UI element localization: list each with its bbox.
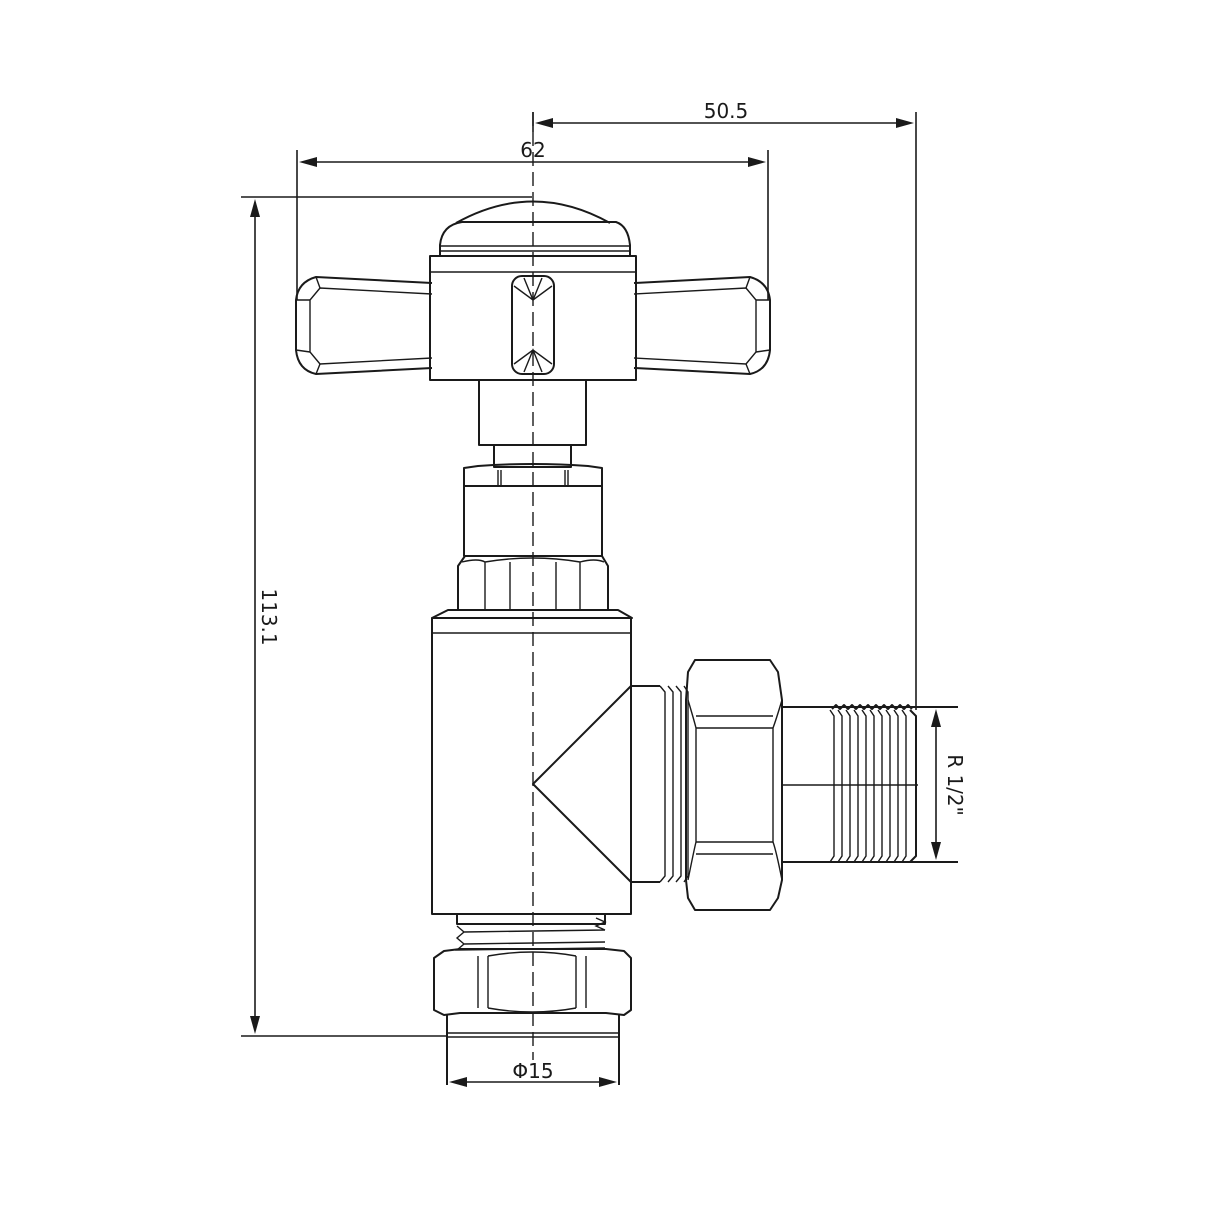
crosshead-handle [295, 200, 771, 381]
spindle [478, 379, 587, 468]
tail-thread [659, 685, 689, 883]
dimension-50-5 [532, 112, 917, 710]
dimension-label-phi-15: Φ15 [512, 1059, 553, 1083]
valve-body [431, 609, 660, 915]
dimension-62 [296, 150, 769, 300]
compression-thread [455, 914, 607, 951]
dimension-label-50-5: 50.5 [704, 99, 749, 123]
dimension-label-r-half: R 1/2" [943, 754, 967, 816]
male-thread [829, 704, 917, 863]
handle-arm-left [295, 276, 433, 375]
dimension-113-1 [241, 196, 532, 1037]
dimension-label-113-1: 113.1 [257, 588, 281, 645]
dimension-phi-15 [449, 1077, 617, 1087]
male-tail [782, 704, 958, 863]
dimension-label-62: 62 [520, 138, 545, 162]
dimension-r-half [931, 709, 941, 860]
compression-nut [433, 948, 632, 1016]
handle-arm-right [633, 276, 771, 375]
union-nut [685, 659, 783, 911]
pipe-stub [446, 1015, 620, 1085]
handle-slot [511, 275, 555, 375]
domed-cap [455, 200, 611, 224]
